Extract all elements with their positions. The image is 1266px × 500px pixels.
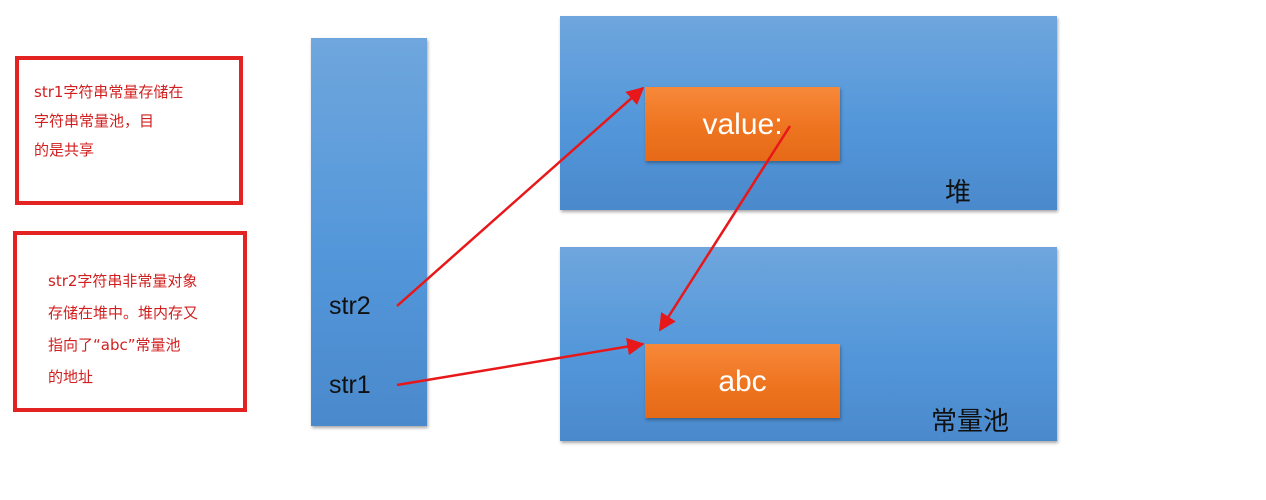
annotation-line: 指向了“abc”常量池 bbox=[48, 336, 181, 354]
annotation-box-str1: str1字符串常量存储在 字符串常量池，目 的是共享 bbox=[15, 56, 243, 205]
annotation-line: 的地址 bbox=[48, 368, 94, 386]
stack-column bbox=[311, 38, 427, 426]
abc-literal-box: abc bbox=[645, 344, 840, 418]
value-object-box: value: bbox=[645, 87, 840, 161]
annotation-line: str2字符串非常量对象 bbox=[48, 272, 198, 290]
annotation-line: 字符串常量池，目 bbox=[34, 112, 155, 130]
arrow-value-to-abc bbox=[658, 125, 792, 332]
annotation-line: 的是共享 bbox=[34, 141, 95, 159]
annotation-line: 存储在堆中。堆内存又 bbox=[48, 304, 199, 322]
annotation-box-str2: str2字符串非常量对象 存储在堆中。堆内存又 指向了“abc”常量池 的地址 bbox=[13, 231, 247, 412]
constant-pool-label: 常量池 bbox=[931, 407, 1010, 437]
heap-label: 堆 bbox=[945, 178, 972, 208]
str2-variable-label: str2 bbox=[329, 292, 371, 320]
str1-variable-label: str1 bbox=[329, 371, 371, 399]
annotation-line: str1字符串常量存储在 bbox=[34, 83, 184, 101]
arrow-str2-to-value bbox=[396, 86, 645, 307]
arrow-str1-to-abc bbox=[396, 337, 645, 387]
